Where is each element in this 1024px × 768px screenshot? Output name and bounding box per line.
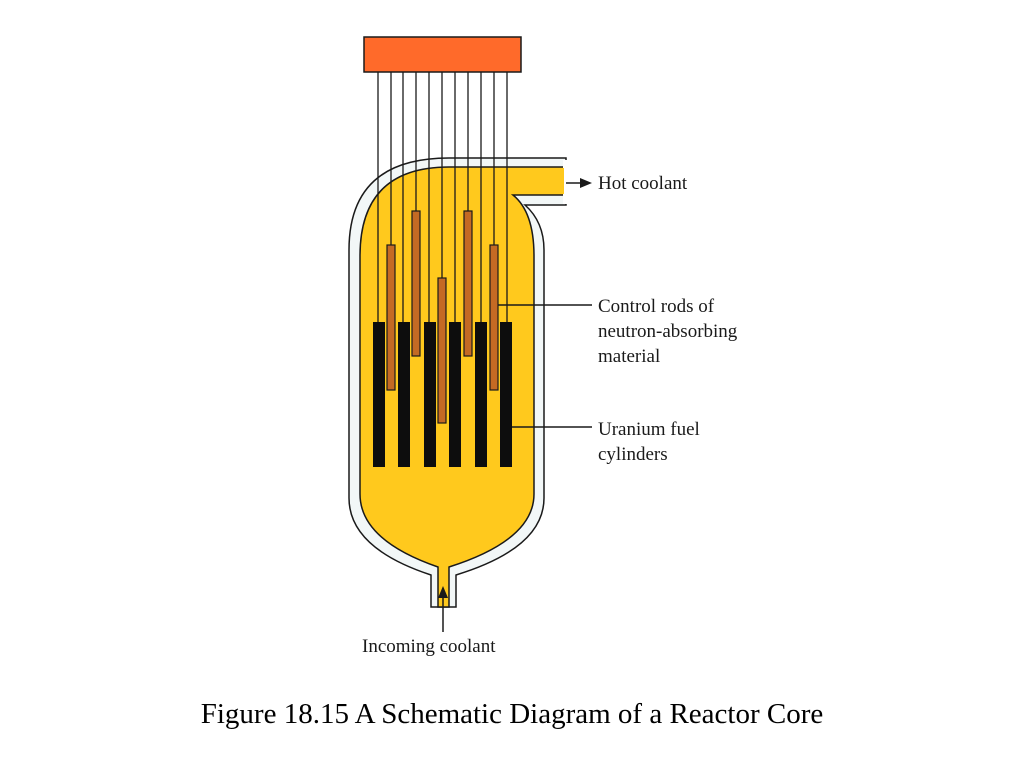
- fuel-cylinder: [398, 322, 410, 467]
- hot-coolant-label: Hot coolant: [598, 173, 688, 194]
- control-rods: [386, 210, 499, 424]
- incoming-coolant-label: Incoming coolant: [362, 636, 496, 657]
- fuel-cylinder: [424, 322, 436, 467]
- fuel-cylinder: [500, 322, 512, 467]
- control-rods-label-line3: material: [598, 346, 661, 367]
- control-rod: [489, 244, 499, 391]
- arrow-up-icon: [438, 586, 448, 598]
- control-rod-drive: [363, 36, 522, 73]
- fuel-cylinder: [475, 322, 487, 467]
- fuel-cylinders: [373, 322, 512, 467]
- fuel-label-line1: Uranium fuel: [598, 419, 700, 440]
- control-rod: [463, 210, 473, 357]
- arrow-right-icon: [580, 178, 592, 188]
- control-rods-label-line2: neutron-absorbing: [598, 321, 738, 342]
- fuel-label-line2: cylinders: [598, 444, 668, 465]
- fuel-cylinder: [373, 322, 385, 467]
- control-rod: [411, 210, 421, 357]
- control-rods-label-line1: Control rods of: [598, 296, 715, 317]
- control-rod: [437, 277, 447, 424]
- drive-wires: [377, 72, 508, 322]
- control-rod: [386, 244, 396, 391]
- fuel-cylinder: [449, 322, 461, 467]
- figure-caption: Figure 18.15 A Schematic Diagram of a Re…: [200, 698, 824, 730]
